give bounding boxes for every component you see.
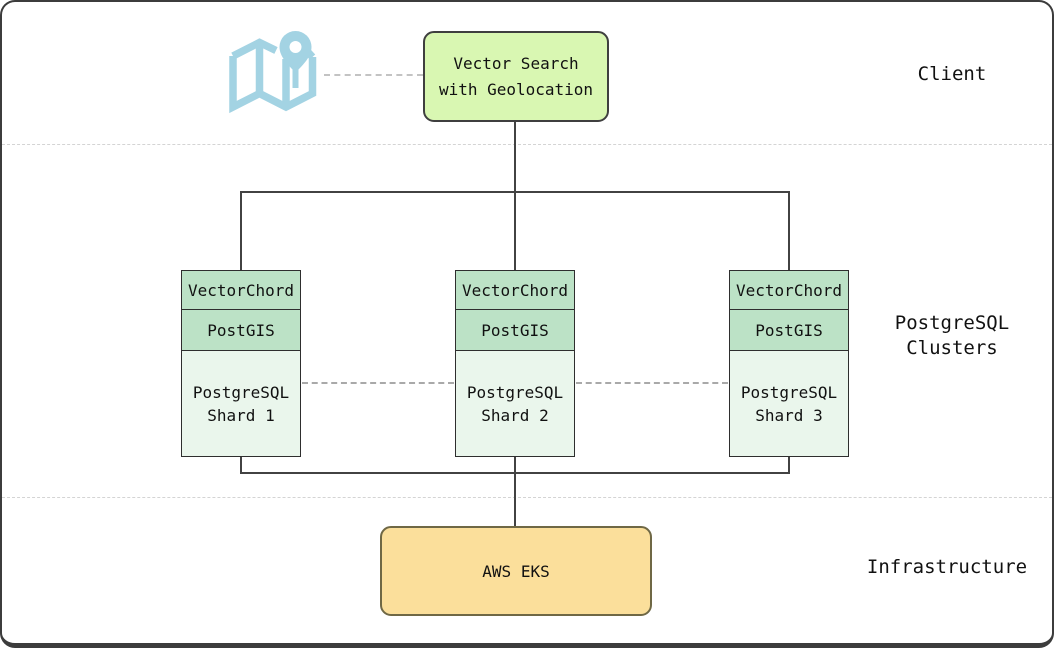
edge-shard2-to-bracket	[514, 457, 516, 474]
band-label-postgresql-clusters: PostgreSQL Clusters	[894, 312, 1010, 359]
node-postgresql-shard-3: VectorChord PostGIS PostgreSQL Shard 3	[729, 270, 849, 457]
edge-top-bracket	[240, 191, 790, 193]
shard3-label: PostgreSQL Shard 3	[730, 351, 848, 456]
edge-icon-to-client-box	[324, 74, 423, 76]
shard2-layer-postgis: PostGIS	[456, 310, 574, 351]
edge-bracket-to-eks	[514, 472, 516, 526]
shard2-label: PostgreSQL Shard 2	[456, 351, 574, 456]
shard3-layer-vectorchord: VectorChord	[730, 271, 848, 310]
shard1-label: PostgreSQL Shard 1	[182, 351, 300, 456]
shard1-layer-postgis: PostGIS	[182, 310, 300, 351]
shard3-layer-postgis: PostGIS	[730, 310, 848, 351]
edge-shard1-to-shard2	[302, 382, 454, 384]
shard1-layer-vectorchord: VectorChord	[182, 271, 300, 310]
node-postgresql-shard-2: VectorChord PostGIS PostgreSQL Shard 2	[455, 270, 575, 457]
edge-shard2-to-shard3	[576, 382, 728, 384]
node-vector-search-with-geolocation: Vector Search with Geolocation	[423, 31, 609, 122]
edge-shard3-to-bracket	[788, 457, 790, 474]
shard2-layer-vectorchord: VectorChord	[456, 271, 574, 310]
edge-client-to-shard2	[514, 122, 516, 270]
edge-bracket-to-shard3	[788, 191, 790, 270]
band-divider-clusters-infra	[2, 497, 1052, 498]
edge-shard1-to-bracket	[240, 457, 242, 474]
node-aws-eks: AWS EKS	[380, 526, 652, 616]
band-label-infrastructure: Infrastructure	[866, 556, 1028, 578]
node-postgresql-shard-1: VectorChord PostGIS PostgreSQL Shard 1	[181, 270, 301, 457]
map-with-location-pin-icon	[222, 29, 324, 119]
band-divider-client-clusters	[2, 144, 1052, 145]
band-label-client: Client	[917, 63, 987, 85]
edge-bracket-to-shard1	[240, 191, 242, 270]
